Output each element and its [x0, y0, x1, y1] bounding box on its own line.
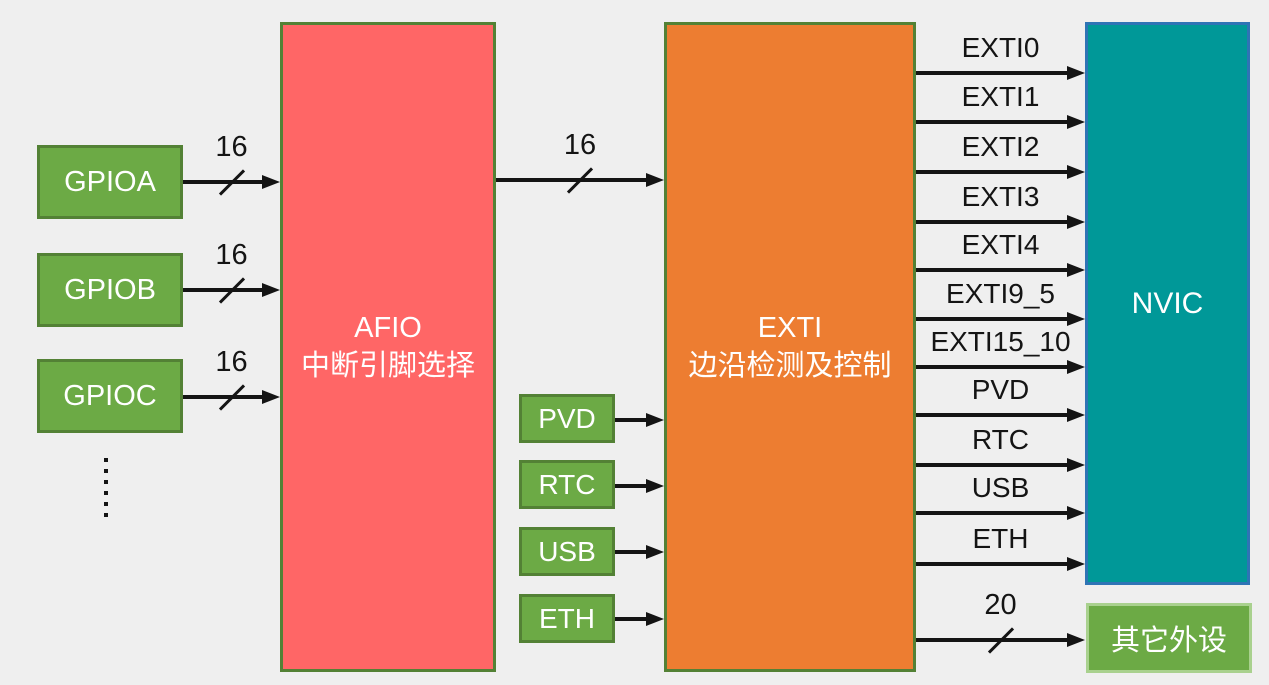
- arrowhead-icon: [646, 545, 664, 559]
- arrowhead-icon: [1067, 66, 1085, 80]
- irq-line-rtc: RTC: [916, 423, 1085, 472]
- irq-arrow: [916, 408, 1085, 422]
- rtc-label: RTC: [538, 468, 596, 500]
- other-peripherals-label: 其它外设: [1110, 625, 1227, 657]
- irq-label: EXTI15_10: [930, 326, 1071, 357]
- arrowhead-icon: [1067, 312, 1085, 326]
- eth-label: ETH: [539, 602, 595, 634]
- irq-arrow: [916, 215, 1085, 229]
- arrowhead-icon: [646, 612, 664, 626]
- irq-arrow: [916, 312, 1085, 326]
- afio-exti-bus-width-label: 16: [563, 129, 597, 161]
- irq-arrow: [916, 66, 1085, 80]
- other-peripherals-box: 其它外设: [1086, 603, 1252, 673]
- gpioa-arrow-line: [183, 169, 280, 196]
- gpioc-bus-width-label: 16: [215, 346, 248, 378]
- arrow-rtc-to-exti: [615, 479, 664, 493]
- other-arrow-line: [916, 627, 1085, 654]
- gpiob-box: GPIOB: [37, 253, 183, 327]
- arrowhead-icon: [1067, 557, 1085, 571]
- irq-label: EXTI2: [961, 131, 1040, 162]
- afio-title: AFIO: [354, 312, 422, 344]
- arrowhead-icon: [1067, 506, 1085, 520]
- gpioc-arrow-line: [183, 384, 280, 411]
- arrow-gpioa-to-afio: 16: [183, 130, 280, 196]
- arrowhead-icon: [1067, 633, 1085, 647]
- arrowhead-icon: [1067, 115, 1085, 129]
- irq-label: EXTI1: [961, 81, 1040, 112]
- gpioc-label: GPIOC: [63, 380, 157, 412]
- arrowhead-icon: [646, 173, 664, 187]
- gpioa-bus-width-label: 16: [215, 131, 248, 163]
- irq-arrow: [916, 263, 1085, 277]
- arrowhead-icon: [1067, 263, 1085, 277]
- gpioa-label: GPIOA: [64, 166, 156, 198]
- gpioc-box: GPIOC: [37, 359, 183, 433]
- eth-input-box: ETH: [519, 594, 615, 643]
- gpioa-box: GPIOA: [37, 145, 183, 219]
- irq-arrow: [916, 360, 1085, 374]
- irq-arrow: [916, 115, 1085, 129]
- arrow-gpioc-to-afio: 16: [183, 345, 280, 411]
- irq-label: EXTI4: [961, 229, 1040, 260]
- pvd-label: PVD: [538, 402, 596, 434]
- usb-input-box: USB: [519, 527, 615, 576]
- pvd-input-box: PVD: [519, 394, 615, 443]
- arrowhead-icon: [1067, 215, 1085, 229]
- arrow-eth-to-exti: [615, 612, 664, 626]
- irq-label: RTC: [971, 424, 1030, 455]
- afio-box: AFIO 中断引脚选择: [280, 22, 496, 672]
- irq-label: USB: [971, 472, 1030, 503]
- irq-arrow: [916, 557, 1085, 571]
- usb-label: USB: [538, 535, 596, 567]
- rtc-input-box: RTC: [519, 460, 615, 509]
- exti-subtitle: 边沿检测及控制: [688, 350, 892, 382]
- arrow-pvd-to-exti: [615, 413, 664, 427]
- irq-arrow: [916, 506, 1085, 520]
- irq-line-exti3: EXTI3: [916, 180, 1085, 229]
- arrow-exti-to-other-peripherals: 20: [916, 588, 1085, 654]
- arrow-afio-to-exti: 16: [496, 128, 664, 194]
- exti-box: EXTI 边沿检测及控制: [664, 22, 916, 672]
- arrowhead-icon: [646, 479, 664, 493]
- arrow-usb-to-exti: [615, 545, 664, 559]
- arrowhead-icon: [646, 413, 664, 427]
- irq-line-exti9-5: EXTI9_5: [916, 277, 1085, 326]
- gpiob-arrow-line: [183, 277, 280, 304]
- irq-label: PVD: [971, 374, 1030, 405]
- gpiob-bus-width-label: 16: [215, 239, 248, 271]
- exti-title: EXTI: [757, 312, 823, 344]
- irq-label: ETH: [972, 523, 1029, 554]
- irq-label: EXTI9_5: [946, 278, 1055, 309]
- irq-line-exti4: EXTI4: [916, 228, 1085, 277]
- irq-line-exti15-10: EXTI15_10: [916, 325, 1085, 374]
- afio-exti-arrow-line: [496, 167, 664, 194]
- irq-line-exti1: EXTI1: [916, 80, 1085, 129]
- irq-line-pvd: PVD: [916, 373, 1085, 422]
- irq-label: EXTI3: [961, 181, 1040, 212]
- arrowhead-icon: [262, 175, 280, 189]
- arrowhead-icon: [262, 390, 280, 404]
- vertical-ellipsis-icon: [104, 458, 108, 517]
- afio-subtitle: 中断引脚选择: [300, 350, 475, 382]
- irq-line-exti0: EXTI0: [916, 31, 1085, 80]
- irq-line-exti2: EXTI2: [916, 130, 1085, 179]
- arrow-gpiob-to-afio: 16: [183, 238, 280, 304]
- nvic-box: NVIC: [1085, 22, 1250, 585]
- arrowhead-icon: [1067, 165, 1085, 179]
- irq-arrow: [916, 458, 1085, 472]
- irq-line-eth: ETH: [916, 522, 1085, 571]
- irq-label: EXTI0: [961, 32, 1040, 63]
- arrowhead-icon: [1067, 360, 1085, 374]
- other-bus-width-label: 20: [984, 589, 1017, 621]
- gpiob-label: GPIOB: [64, 274, 156, 306]
- irq-arrow: [916, 165, 1085, 179]
- nvic-label: NVIC: [1131, 286, 1204, 320]
- arrowhead-icon: [262, 283, 280, 297]
- arrowhead-icon: [1067, 458, 1085, 472]
- arrowhead-icon: [1067, 408, 1085, 422]
- irq-line-usb: USB: [916, 471, 1085, 520]
